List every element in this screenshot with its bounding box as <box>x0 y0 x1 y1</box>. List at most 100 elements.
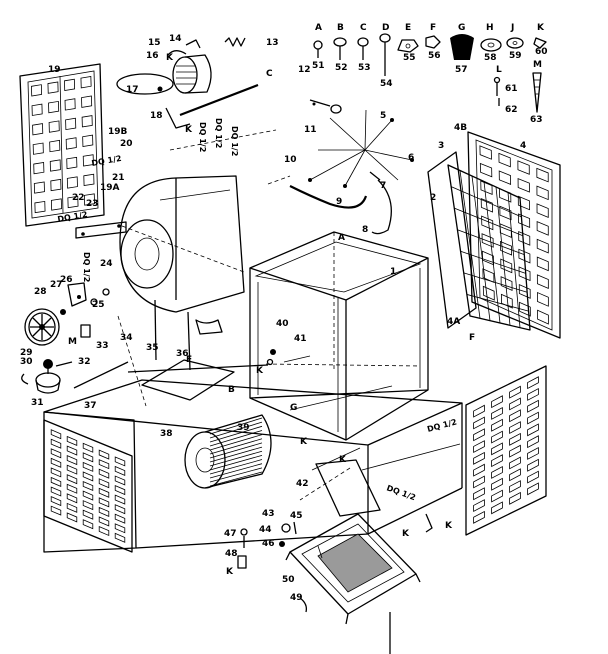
louver-slot <box>64 78 76 92</box>
label-n14: 14 <box>169 34 182 44</box>
wheel-blade <box>209 425 263 443</box>
label-n18: 18 <box>150 111 163 121</box>
louver-slot <box>82 490 94 501</box>
louver-slot <box>519 301 531 317</box>
louver-slot <box>536 274 549 290</box>
wheel-blade <box>209 450 263 467</box>
louver-slot <box>473 499 485 513</box>
louver-slot <box>491 418 503 432</box>
label-lk8: K <box>226 567 234 577</box>
wheel-blade <box>209 438 263 455</box>
louver-slot <box>82 461 94 472</box>
part-60-clip <box>533 37 547 49</box>
louver-slot <box>527 446 539 460</box>
louver-slot <box>48 120 60 133</box>
louver-slot <box>537 291 549 307</box>
louver-slot <box>66 512 78 523</box>
louver-slot <box>482 250 495 266</box>
label-n63: 63 <box>530 115 543 125</box>
part-37-front-panel <box>43 419 133 553</box>
louver-slot <box>83 193 95 206</box>
louver-slot <box>536 221 549 236</box>
louver-slot <box>518 284 531 299</box>
louver-slot <box>114 485 126 496</box>
louver-slot <box>98 497 110 508</box>
part-53-bolt <box>357 37 369 60</box>
label-n53: 53 <box>358 63 371 73</box>
panel-grid-right <box>473 376 539 524</box>
louver-slot <box>537 309 549 325</box>
louver-slot <box>509 491 521 505</box>
label-n9: 9 <box>336 197 342 207</box>
louver-slot <box>499 205 512 221</box>
louver-slot <box>114 523 126 534</box>
part-52-bolt <box>333 37 347 60</box>
louver-slot <box>509 444 521 458</box>
media-grid <box>450 170 529 328</box>
part-3-media-frame <box>427 151 531 331</box>
label-n4b: 4B <box>454 123 467 133</box>
louver-slot <box>480 197 493 213</box>
label-n30: 30 <box>20 357 33 367</box>
louver-slot <box>480 180 493 196</box>
louver-slot <box>114 494 126 505</box>
label-lk4: K <box>300 437 308 447</box>
louver-slot <box>50 457 62 468</box>
part-63-spike <box>532 72 542 113</box>
media-rib <box>463 272 528 293</box>
label-n10: 10 <box>284 155 297 165</box>
label-n44: 44 <box>259 525 272 535</box>
label-f: F <box>430 23 436 33</box>
louver-slot <box>491 477 503 491</box>
label-n55: 55 <box>403 53 416 63</box>
louver-slot <box>491 489 503 503</box>
label-n28: 28 <box>34 287 47 297</box>
wheel-blade <box>209 471 263 487</box>
louver-slot <box>509 409 521 423</box>
label-lm: M <box>68 337 77 347</box>
wheel-blade <box>209 454 263 471</box>
pump-assembly <box>21 324 91 394</box>
dq-label-dq6: DQ 1/2 <box>82 252 91 282</box>
louver-slot <box>473 416 485 430</box>
louver-slot <box>509 456 521 470</box>
louver-slot <box>509 397 521 411</box>
label-n15: 15 <box>148 38 161 48</box>
label-n7: 7 <box>380 181 386 191</box>
dq-label-dq1: DQ 1/2 <box>198 122 207 152</box>
louver-slot <box>114 475 126 486</box>
louver-slot <box>66 435 78 447</box>
hardware-row <box>313 33 547 113</box>
label-n35: 35 <box>146 343 159 353</box>
louver-slot <box>82 452 94 463</box>
louver-slot <box>500 240 513 256</box>
label-n54: 54 <box>380 79 393 89</box>
louver-slot <box>509 468 521 482</box>
cabinet-frame <box>43 359 463 553</box>
louver-slot <box>32 142 44 155</box>
louver-slot <box>509 385 521 399</box>
label-lk3: K <box>256 366 264 376</box>
louver-slot <box>81 115 93 128</box>
label-n43: 43 <box>262 509 275 519</box>
louver-slot <box>98 525 110 537</box>
label-n22: 22 <box>72 193 85 203</box>
label-n41: 41 <box>294 334 307 344</box>
louver-slot <box>34 200 46 214</box>
louver-slot <box>498 170 512 185</box>
louver-slot <box>66 445 78 456</box>
louver-slot <box>65 117 77 131</box>
label-n56: 56 <box>428 51 441 61</box>
louver-slot <box>81 95 93 108</box>
louver-slot <box>114 532 126 543</box>
label-m: M <box>533 60 542 70</box>
dq-label-dq3: DQ 1/2 <box>230 126 239 156</box>
louver-slot <box>527 387 539 401</box>
label-lb: B <box>228 385 235 395</box>
louver-slot <box>481 215 494 231</box>
motor-assembly <box>116 37 259 129</box>
louver-slot <box>82 154 94 167</box>
label-n2: 2 <box>430 193 436 203</box>
label-n58: 58 <box>484 53 497 63</box>
